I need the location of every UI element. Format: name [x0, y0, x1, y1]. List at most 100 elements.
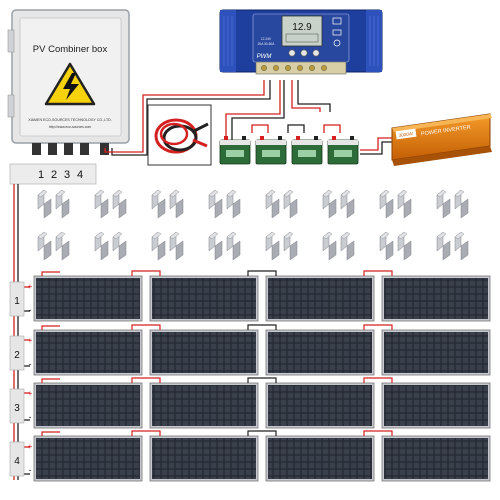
series-wire	[247, 270, 277, 276]
controller-spec-line1: 12-24V	[261, 37, 272, 41]
battery-bank	[219, 136, 359, 165]
row-positive-lead	[41, 325, 60, 330]
z-bracket	[379, 231, 394, 261]
z-bracket	[94, 189, 109, 219]
panel-row-number: 3	[14, 403, 20, 414]
solar-panel	[381, 275, 491, 322]
combiner-input-4: 4	[77, 169, 83, 181]
positive-sign: +	[28, 336, 33, 345]
z-bracket	[151, 189, 166, 219]
controller-lcd	[281, 15, 323, 47]
z-bracket	[208, 231, 223, 261]
solar-panel	[265, 435, 375, 482]
mounting-brackets	[37, 189, 469, 261]
row-positive-lead	[41, 271, 60, 276]
panel-row-label: 1	[9, 281, 25, 317]
solar-panel	[33, 275, 143, 322]
z-bracket	[226, 189, 241, 219]
bulb-status-icon	[333, 39, 341, 47]
z-bracket	[94, 231, 109, 261]
solar-panel	[149, 382, 259, 429]
solar-panel	[265, 382, 375, 429]
series-wire	[247, 430, 277, 436]
solar-panel	[149, 275, 259, 322]
battery-status-icon	[332, 29, 342, 36]
z-bracket	[454, 189, 469, 219]
z-bracket	[112, 231, 127, 261]
solar-panel	[149, 329, 259, 376]
z-bracket	[37, 189, 52, 219]
solar-panel	[381, 382, 491, 429]
company-website: http://www.eco-sources.com	[49, 125, 92, 129]
z-bracket	[208, 189, 223, 219]
solar-panel	[149, 435, 259, 482]
company-name: XIAMEN ECO-SOURCES TECHNOLOGY CO.,LTD.	[28, 118, 111, 122]
controller-button-1[interactable]	[288, 49, 296, 57]
controller-button-2[interactable]	[300, 49, 308, 57]
battery	[219, 136, 251, 165]
panel-status-icon	[332, 17, 342, 25]
z-bracket	[226, 231, 241, 261]
combiner-input-3: 3	[64, 169, 70, 181]
z-bracket	[55, 231, 70, 261]
panel-row-label: 3	[9, 388, 25, 424]
controller-spec-line2: 20A 30-60A	[258, 42, 276, 46]
panel-row-number: 2	[14, 350, 20, 361]
z-bracket	[340, 231, 355, 261]
z-bracket	[37, 231, 52, 261]
wiring	[13, 80, 392, 480]
series-wire	[131, 430, 161, 436]
solar-panel	[33, 382, 143, 429]
z-bracket	[436, 231, 451, 261]
solar-panel	[381, 329, 491, 376]
series-wire	[363, 324, 393, 330]
series-wire	[363, 270, 393, 276]
solar-panel	[265, 275, 375, 322]
positive-sign: +	[28, 442, 33, 451]
z-bracket	[340, 189, 355, 219]
panel-row-label: 4	[9, 441, 25, 477]
z-bracket	[397, 231, 412, 261]
z-bracket	[322, 189, 337, 219]
combiner-input-1: 1	[38, 169, 44, 181]
positive-sign: +	[28, 282, 33, 291]
z-bracket	[169, 189, 184, 219]
solar-panel	[33, 329, 143, 376]
battery	[327, 136, 359, 165]
z-bracket	[397, 189, 412, 219]
controller-display-value: 12.9	[292, 22, 312, 33]
solar-panel	[381, 435, 491, 482]
battery	[291, 136, 323, 165]
series-wire	[131, 377, 161, 383]
z-bracket	[55, 189, 70, 219]
panel-row-label: 2	[9, 335, 25, 371]
panel-row: 3+-	[9, 377, 491, 429]
series-wire	[247, 377, 277, 383]
z-bracket	[283, 231, 298, 261]
series-wire	[131, 324, 161, 330]
z-bracket	[436, 189, 451, 219]
solar-panel-array: 1+-2+-3+-4+-	[9, 270, 491, 482]
series-wire	[363, 430, 393, 436]
combiner-box-title: PV Combiner box	[33, 44, 108, 55]
z-bracket	[169, 231, 184, 261]
series-wire	[131, 270, 161, 276]
negative-sign: -	[29, 412, 32, 422]
cable-glands	[32, 143, 109, 155]
solar-panel	[265, 329, 375, 376]
solar-panel	[33, 435, 143, 482]
z-bracket	[322, 231, 337, 261]
z-bracket	[112, 189, 127, 219]
charge-controller: 12.9 12-24V 20A 30-60A PWM	[219, 9, 383, 75]
controller-button-3[interactable]	[312, 49, 320, 57]
panel-row: 2+-	[9, 324, 491, 376]
series-wire	[247, 324, 277, 330]
z-bracket	[151, 231, 166, 261]
controller-brand: PWM	[257, 54, 272, 60]
negative-sign: -	[29, 465, 32, 475]
battery	[255, 136, 287, 165]
high-voltage-icon	[44, 62, 96, 106]
panel-row-number: 4	[14, 456, 20, 467]
z-bracket	[379, 189, 394, 219]
